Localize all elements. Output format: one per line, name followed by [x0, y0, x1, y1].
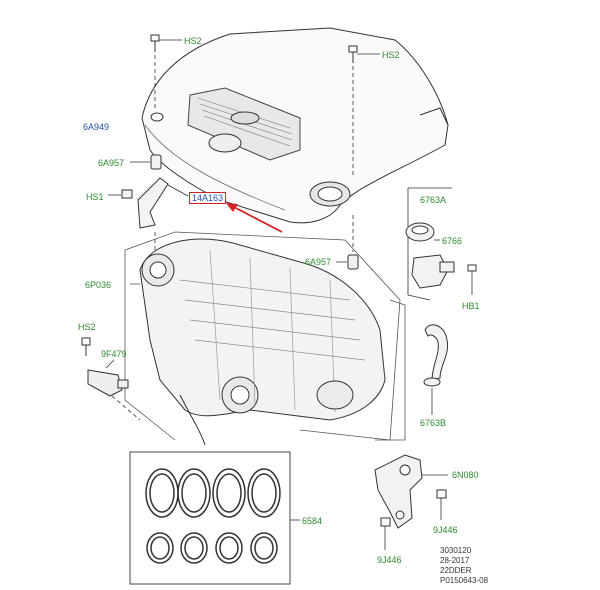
pcv-valve-6763a: [405, 187, 455, 301]
label-hs1: HS1: [86, 192, 104, 202]
label-hs2-top-left: HS2: [184, 36, 202, 46]
label-6584: 6584: [302, 516, 323, 526]
label-6a957-left: 6A957: [98, 158, 125, 168]
intake-manifold: [139, 238, 386, 446]
manifold-group-outline: [124, 231, 401, 441]
bracket-14a163: [108, 177, 189, 250]
label-6766: 6766: [442, 236, 463, 246]
label-6n080: 6N080: [452, 470, 479, 480]
bolt-9j446-a: [436, 489, 447, 520]
label-6a949: 6A949: [83, 122, 110, 132]
footer-code-1: 3030120: [440, 546, 472, 555]
mount-6n080: [374, 454, 448, 529]
bolt-hb1: [467, 264, 477, 295]
gasket-group: [129, 451, 300, 585]
engine-cover: [141, 27, 449, 224]
label-hb1: HB1: [462, 301, 480, 311]
label-9j446-b: 9J446: [377, 555, 402, 565]
label-9j446-a: 9J446: [433, 525, 458, 535]
label-9f479: 9F479: [101, 349, 127, 359]
label-14a163: 14A163: [189, 192, 227, 204]
label-6763a: 6763A: [420, 195, 447, 205]
hose-6763b: [423, 324, 449, 415]
footer-code-2: 28-2017: [440, 556, 470, 565]
bolt-hs2-sensor: [81, 337, 91, 356]
label-6a957-right: 6A957: [305, 257, 332, 267]
bolt-hs2-left: [150, 34, 182, 110]
grommet-right: [336, 215, 359, 270]
sensor-9f479: [87, 359, 141, 421]
footer-code-3: 22DDER: [440, 566, 472, 575]
bolt-hs2-right: [348, 45, 380, 175]
callout-arrow: [226, 203, 283, 233]
footer-code-4: P0150643-08: [440, 576, 489, 585]
label-hs2-left: HS2: [78, 322, 96, 332]
label-hs2-top-right: HS2: [382, 50, 400, 60]
mount-outline: [375, 299, 406, 441]
grommet-left: [130, 154, 162, 170]
bolt-9j446-b: [380, 517, 391, 550]
label-6p036: 6P036: [85, 280, 112, 290]
label-6763b: 6763B: [420, 418, 447, 428]
